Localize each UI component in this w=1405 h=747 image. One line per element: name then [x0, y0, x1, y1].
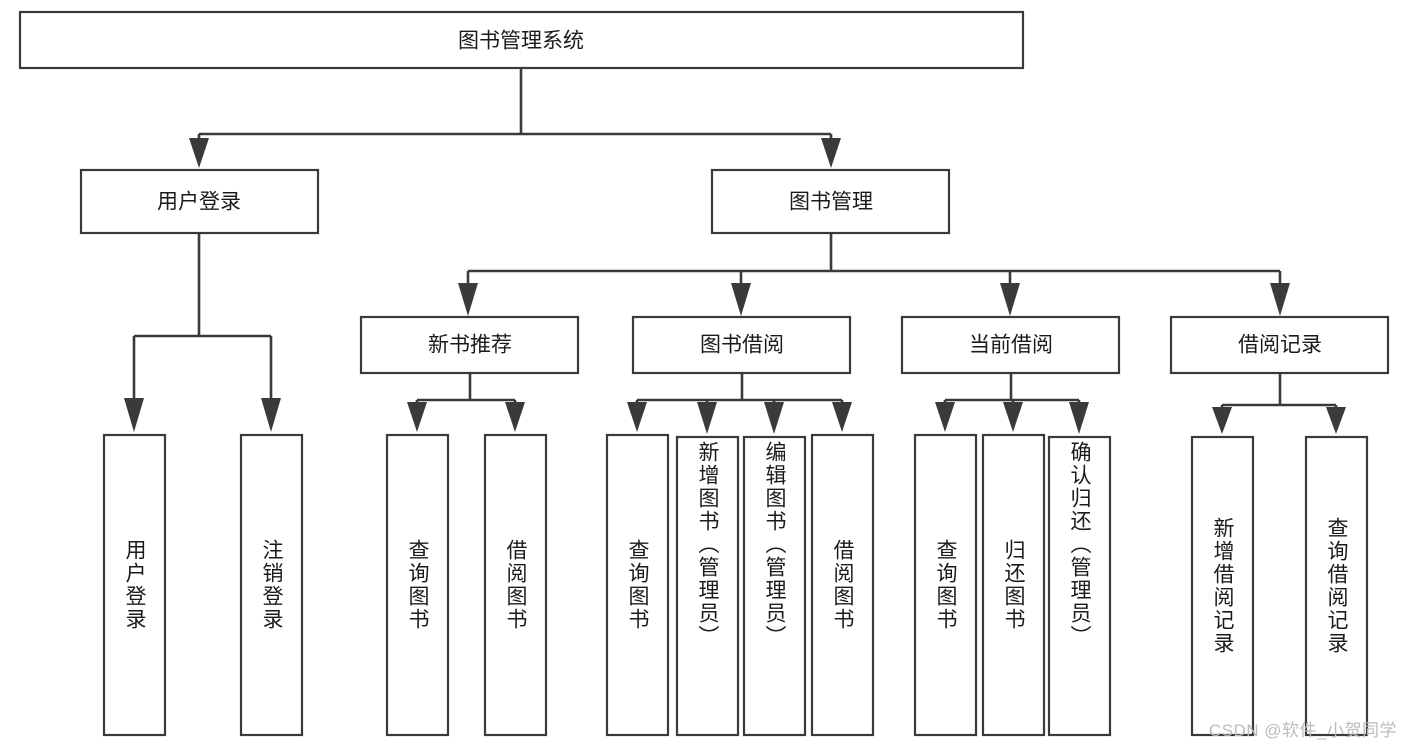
- arrow-head-leaf-book-borrow-4: [832, 402, 852, 432]
- node-root-box[interactable]: [18, 10, 1025, 70]
- arrow-head-leaf-borrow-record-2: [1326, 407, 1346, 434]
- arrow-head-to-borrow-record: [1270, 283, 1290, 316]
- leaf-box-borrow-record-2[interactable]: [1304, 435, 1369, 737]
- leaf-box-user-login-1[interactable]: [102, 433, 167, 737]
- node-book-manage-box[interactable]: [710, 168, 951, 235]
- node-book-borrow-label: 图书借阅: [700, 334, 784, 357]
- node-new-book[interactable]: 新书推荐: [359, 315, 580, 375]
- arrow-head-to-user-login: [189, 138, 209, 168]
- leaf-box-current-borrow-2[interactable]: [981, 433, 1046, 737]
- leaf-box-book-borrow-4[interactable]: [810, 433, 875, 737]
- arrow-head-leaf-new-book-1: [407, 402, 427, 432]
- leaf-box-new-book-2[interactable]: [483, 433, 548, 737]
- arrow-head-leaf-user-login-1: [124, 398, 144, 432]
- leaf-box-book-borrow-2[interactable]: [675, 435, 740, 737]
- leaf-box-book-borrow-1[interactable]: [605, 433, 670, 737]
- arrow-head-leaf-book-borrow-2: [697, 402, 717, 434]
- arrow-head-leaf-book-borrow-1: [627, 402, 647, 432]
- node-user-login-label: 用户登录: [157, 191, 241, 214]
- leaf-box-current-borrow-3[interactable]: [1047, 435, 1112, 737]
- leaf-box-current-borrow-1[interactable]: [913, 433, 978, 737]
- leaf-box-book-borrow-3[interactable]: [742, 435, 807, 737]
- node-book-manage-label: 图书管理: [789, 191, 873, 214]
- arrow-head-leaf-user-login-2: [261, 398, 281, 432]
- arrow-head-leaf-new-book-2: [505, 402, 525, 432]
- node-book-borrow-box[interactable]: [631, 315, 852, 375]
- node-book-manage[interactable]: 图书管理: [710, 168, 951, 235]
- leaf-box-borrow-record-1[interactable]: [1190, 435, 1255, 737]
- arrow-head-to-new-book: [458, 283, 478, 316]
- arrow-head-leaf-borrow-record-1: [1212, 407, 1232, 434]
- node-current-borrow[interactable]: 当前借阅: [900, 315, 1121, 375]
- node-borrow-record-box[interactable]: [1169, 315, 1390, 375]
- node-user-login[interactable]: 用户登录: [79, 168, 320, 235]
- node-borrow-record[interactable]: 借阅记录: [1169, 315, 1390, 375]
- watermark-text: CSDN @软件_小贺同学: [1208, 721, 1397, 740]
- arrow-head-leaf-current-borrow-3: [1069, 402, 1089, 434]
- node-current-borrow-box[interactable]: [900, 315, 1121, 375]
- node-new-book-label: 新书推荐: [428, 334, 512, 357]
- leaf-box-new-book-1[interactable]: [385, 433, 450, 737]
- arrow-head-leaf-book-borrow-3: [764, 402, 784, 434]
- node-book-borrow[interactable]: 图书借阅: [631, 315, 852, 375]
- arrow-head-leaf-current-borrow-1: [935, 402, 955, 432]
- node-borrow-record-label: 借阅记录: [1238, 334, 1322, 357]
- arrow-head-to-book-manage: [821, 138, 841, 168]
- node-root-label: 图书管理系统: [458, 30, 584, 53]
- node-root[interactable]: 图书管理系统: [18, 10, 1025, 70]
- arrow-head-leaf-current-borrow-2: [1003, 402, 1023, 432]
- arrow-head-to-book-borrow: [731, 283, 751, 316]
- leaf-box-user-login-2[interactable]: [239, 433, 304, 737]
- arrow-head-to-current-borrow: [1000, 283, 1020, 316]
- node-current-borrow-label: 当前借阅: [969, 334, 1053, 357]
- node-new-book-box[interactable]: [359, 315, 580, 375]
